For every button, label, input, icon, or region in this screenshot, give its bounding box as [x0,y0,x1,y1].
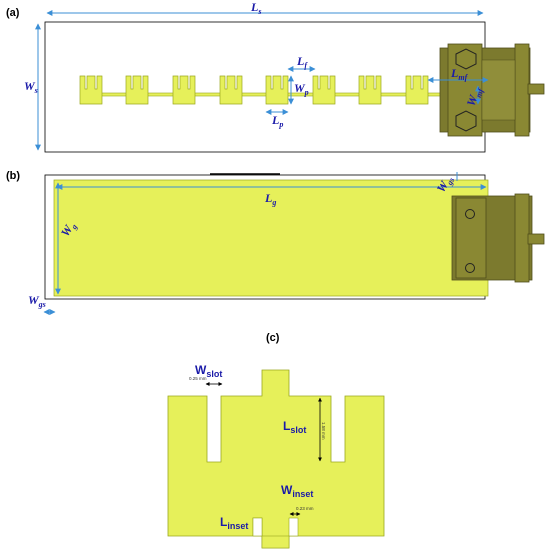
dim-wgs: Wgs [28,293,46,309]
caption-linset: Linset [220,515,248,531]
substrate-outline [44,21,486,153]
panel-a: (a) Ls Ws Lf Wp Lp [6,0,545,153]
dim-wmf: Wmf [464,84,486,109]
patch-detail [167,369,385,549]
dim-lf: Lf [296,54,308,70]
inset-width-note: 0.23 mm [296,506,314,511]
dim-lmf: Lmf [450,66,469,82]
dim-wp: Wp [294,81,309,97]
panel-c-label: (c) [266,332,280,344]
patch-element [358,75,382,105]
patch-array [79,75,429,105]
dim-lg: Lg [264,191,276,207]
slot-width-note: 0.25 mm [189,376,207,381]
sma-connector-a [439,43,545,137]
dim-ws: Ws [24,79,38,95]
patch-element [312,75,336,105]
inset-notch-left [252,517,263,537]
caption-winset: Winset [281,483,313,499]
feed-stub [261,535,290,549]
panel-c: (c) Wslot 0.25 mm Lslot 1.58 mm Winset 0… [167,332,385,549]
patch-element [405,75,429,105]
patch-element [219,75,243,105]
dim-ls: Ls [250,0,261,16]
caption-lslot: Lslot [283,419,306,435]
patch-element [125,75,149,105]
dim-wgs-side: Wgs [434,172,457,195]
panel-b-label: (b) [6,170,20,182]
sma-connector-b [451,193,545,283]
patch-element [172,75,196,105]
slot-length-note: 1.58 mm [321,422,326,440]
inset-notch-right [288,517,299,537]
panel-b: (b) Lg Wg Wgs Wgs [6,170,545,315]
dim-lp: Lp [271,113,283,129]
ground-plane [53,179,489,297]
dim-wg: Wg [58,219,79,240]
patch-element [79,75,103,105]
panel-a-label: (a) [6,7,20,19]
patch-element [265,75,289,105]
caption-wslot: Wslot [195,363,222,379]
